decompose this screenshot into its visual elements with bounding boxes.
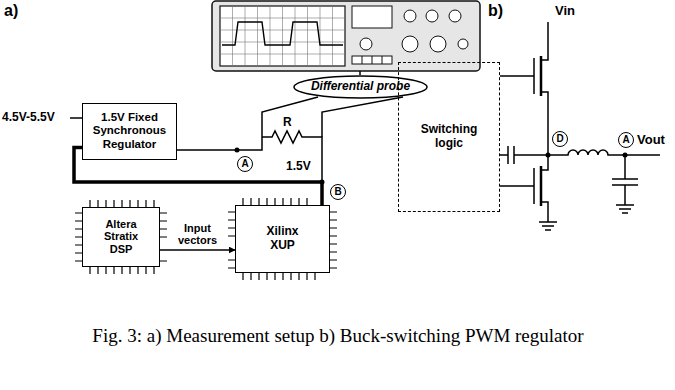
capacitor-symbol — [612, 155, 638, 205]
scope-buttons — [362, 56, 382, 64]
resistor-symbol — [262, 131, 322, 182]
junction-dot — [546, 153, 551, 158]
scope-screen — [220, 6, 345, 66]
regulator-box: 1.5V Fixed Synchronous Regulator — [82, 103, 177, 160]
ground-symbol — [539, 222, 557, 230]
probe-ellipse: Differential probe — [293, 75, 428, 99]
scope-knob — [360, 38, 372, 50]
chip-box: Altera Stratix DSP — [82, 207, 160, 267]
scope-knob — [402, 36, 418, 52]
node-marker: A — [618, 132, 634, 148]
chip-pins — [75, 200, 167, 274]
scope-knob — [430, 36, 446, 52]
signal-name: Vin — [555, 4, 575, 18]
scope-grid — [220, 6, 345, 66]
panel-label: b) — [488, 2, 503, 20]
probe-lead — [322, 97, 403, 137]
node-marker: B — [330, 184, 346, 200]
scope-body — [212, 1, 480, 71]
scope-knob — [426, 10, 438, 22]
junction-dot — [235, 148, 240, 153]
logic-box: Switching logic — [398, 62, 500, 212]
mosfet-gate — [500, 168, 534, 204]
chip-box: Xilinx XUP — [235, 205, 330, 273]
resistor-label: R — [283, 116, 292, 129]
node-text: 1.5V Fixed Synchronous Regulator — [87, 111, 172, 151]
node-marker: A — [237, 156, 253, 172]
oscilloscope — [212, 1, 480, 71]
scope-knob — [458, 39, 468, 49]
mosfet-gate — [500, 58, 534, 94]
probe-lead — [262, 97, 318, 137]
mosfet-high — [541, 22, 548, 155]
scope-knob — [404, 10, 416, 22]
node-text: Altera Stratix DSP — [94, 218, 148, 256]
bootstrap-capacitor — [500, 146, 548, 164]
node-text: Xilinx XUP — [254, 225, 311, 253]
ellipse-outline — [294, 76, 427, 98]
panel-label: a) — [4, 2, 18, 20]
scope-display — [352, 6, 392, 28]
node-marker: D — [552, 131, 568, 147]
input-wire — [70, 117, 82, 119]
supply-line — [74, 147, 322, 205]
mosfet-channel — [540, 56, 543, 96]
probe-cable — [359, 71, 361, 75]
scope-buttons — [352, 56, 392, 64]
voltage-label: 4.5V-5.5V — [2, 111, 55, 124]
scope-knob — [449, 10, 461, 22]
mosfet-low — [541, 155, 548, 222]
node-text: Switching logic — [413, 123, 485, 151]
signal-arrow — [160, 249, 235, 251]
panel-a-wiring — [70, 71, 403, 280]
inductor-symbol — [548, 150, 660, 155]
edge-label: Input vectors — [169, 222, 227, 247]
output-wire — [177, 137, 262, 150]
buck-regulator — [500, 22, 660, 230]
voltage-label: 1.5V — [286, 160, 311, 173]
signal-name: Vout — [637, 133, 665, 147]
junction-dot — [623, 153, 628, 158]
scope-waveform — [222, 22, 343, 45]
mosfet-channel — [540, 166, 543, 206]
figure-caption: Fig. 3: a) Measurement setup b) Buck-swi… — [78, 320, 598, 352]
chip-pins — [228, 198, 337, 280]
ground-symbol — [616, 205, 634, 213]
